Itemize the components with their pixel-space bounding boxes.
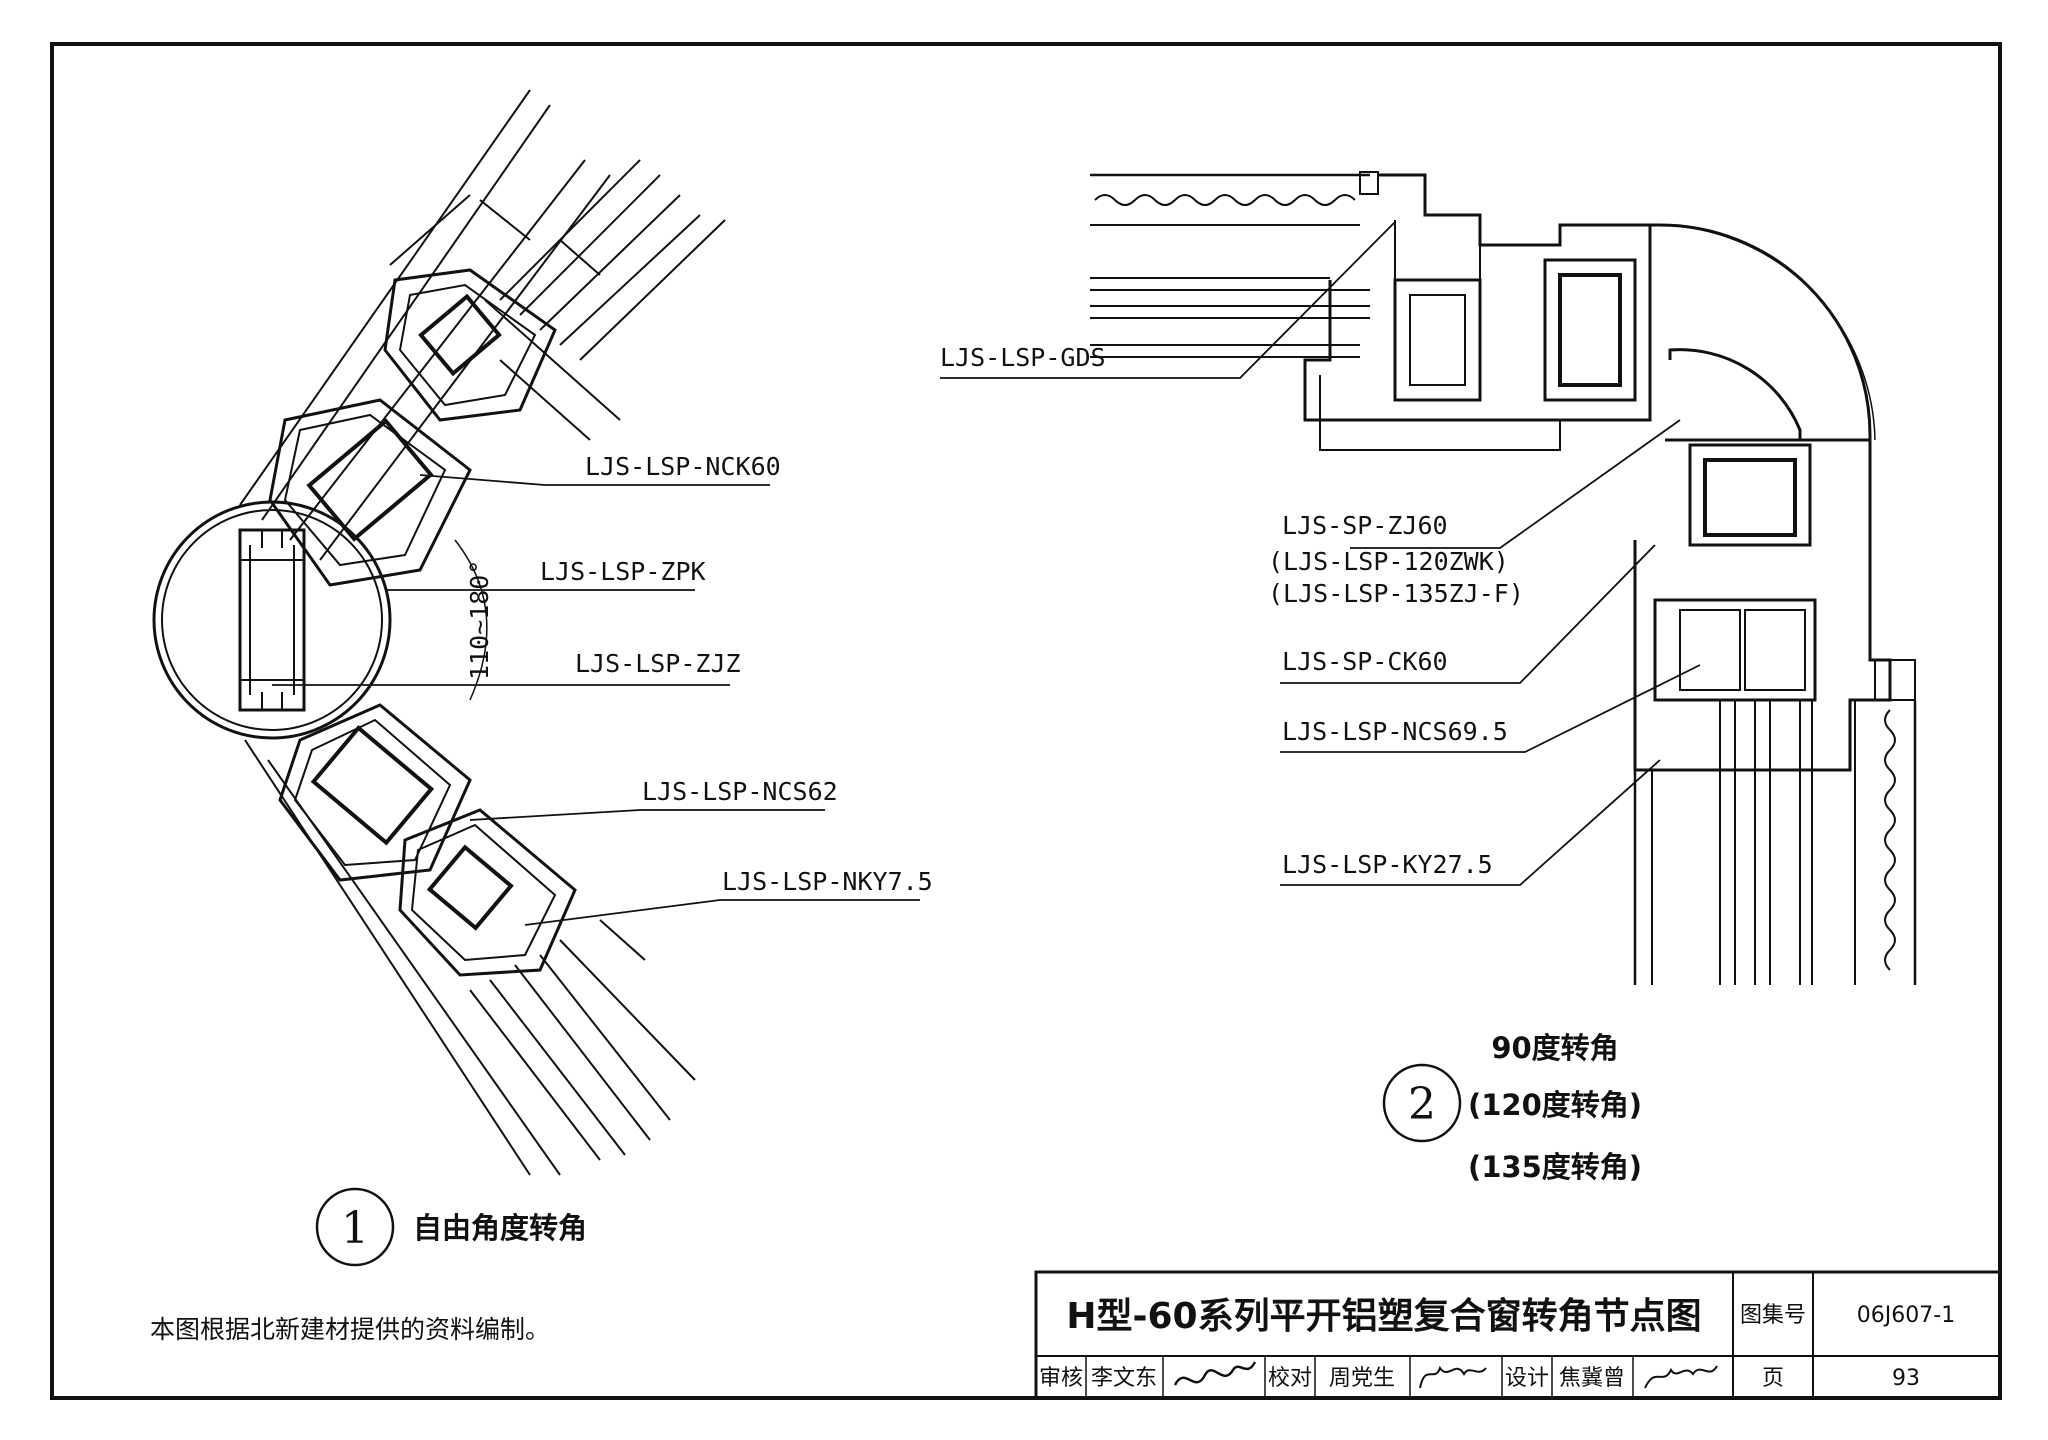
label-angle: 110~180° [465, 560, 494, 680]
label-ck60: LJS-SP-CK60 [1282, 647, 1448, 676]
leader-gds [940, 221, 1396, 379]
detail-2-title-line-1: 90度转角 [1491, 1031, 1618, 1065]
corner-post [1650, 223, 1876, 442]
left-glazing [1090, 171, 1379, 358]
label-nck60: LJS-LSP-NCK60 [585, 452, 781, 481]
leader-ncs62 [469, 809, 825, 821]
detail-2-title-line-3: (135度转角) [1468, 1150, 1642, 1184]
label-gds: LJS-LSP-GDS [940, 343, 1106, 372]
zpk-mullion [152, 500, 392, 740]
label-ky275: LJS-LSP-KY27.5 [1282, 850, 1493, 879]
leader-ck60 [1280, 544, 1656, 684]
review-label: 审核 [1039, 1366, 1083, 1391]
detail-2-number: 2 [1408, 1079, 1436, 1130]
leader-ncs695 [1280, 664, 1701, 753]
label-ncs695: LJS-LSP-NCS69.5 [1282, 717, 1508, 746]
detail-2-drawing [1090, 171, 1917, 985]
lower-frame-arm [244, 739, 696, 1176]
right-glazing [1633, 700, 1917, 985]
ncs62-profile [278, 703, 577, 977]
leader-nky75 [524, 899, 920, 926]
label-zj60: LJS-SP-ZJ60 [1282, 511, 1448, 540]
atlas-number: 06J607-1 [1857, 1303, 1955, 1328]
detail-2-caption: 90度转角 2 (120度转角) (135度转角) [1382, 1031, 1642, 1184]
drawing-title: H型-60系列平开铝塑复合窗转角节点图 [1066, 1296, 1701, 1337]
design-label: 设计 [1505, 1366, 1549, 1391]
designer-name: 焦冀曾 [1559, 1366, 1625, 1391]
title-block [1034, 1270, 2002, 1400]
label-nky75: LJS-LSP-NKY7.5 [722, 867, 933, 896]
label-zjz: LJS-LSP-ZJZ [575, 649, 741, 678]
leader-nck60 [419, 474, 770, 486]
lower-frame-block [1633, 438, 1916, 772]
label-120zwk: (LJS-LSP-120ZWK) [1268, 547, 1509, 576]
page-label: 页 [1762, 1366, 1784, 1391]
source-note: 本图根据北新建材提供的资料编制。 [150, 1315, 550, 1344]
atlas-label: 图集号 [1740, 1303, 1806, 1328]
sheet-border [50, 42, 2002, 1400]
detail-2-number-circle [1382, 1063, 1462, 1143]
detail-1-number: 1 [341, 1203, 369, 1254]
detail-1-drawing [152, 89, 726, 1176]
checker-name: 周党生 [1329, 1366, 1395, 1391]
label-zpk: LJS-LSP-ZPK [540, 557, 706, 586]
detail-1-caption: 1 自由角度转角 [315, 1187, 587, 1267]
reviewer-signature [1173, 1361, 1257, 1386]
angle-arc [454, 539, 488, 701]
leader-ky275 [1280, 759, 1661, 886]
upper-frame-arm [239, 89, 726, 561]
label-ncs62: LJS-LSP-NCS62 [642, 777, 838, 806]
reviewer-name: 李文东 [1091, 1366, 1157, 1391]
check-label: 校对 [1268, 1366, 1312, 1391]
label-135zjf: (LJS-LSP-135ZJ-F) [1268, 579, 1524, 608]
leader-lines [272, 221, 1701, 926]
page-number: 93 [1892, 1366, 1920, 1391]
leader-zj60 [1350, 419, 1681, 549]
checker-signature [1419, 1365, 1487, 1389]
detail-1-title: 自由角度转角 [413, 1211, 587, 1245]
detail-1-number-circle [315, 1187, 395, 1267]
upper-frame-block [1303, 173, 1652, 451]
nck60-profile [268, 268, 621, 587]
designer-signature [1644, 1365, 1718, 1389]
part-labels: LJS-LSP-GDS LJS-LSP-NCK60 LJS-LSP-ZPK LJ… [465, 343, 1524, 896]
detail-2-title-line-2: (120度转角) [1468, 1088, 1642, 1122]
